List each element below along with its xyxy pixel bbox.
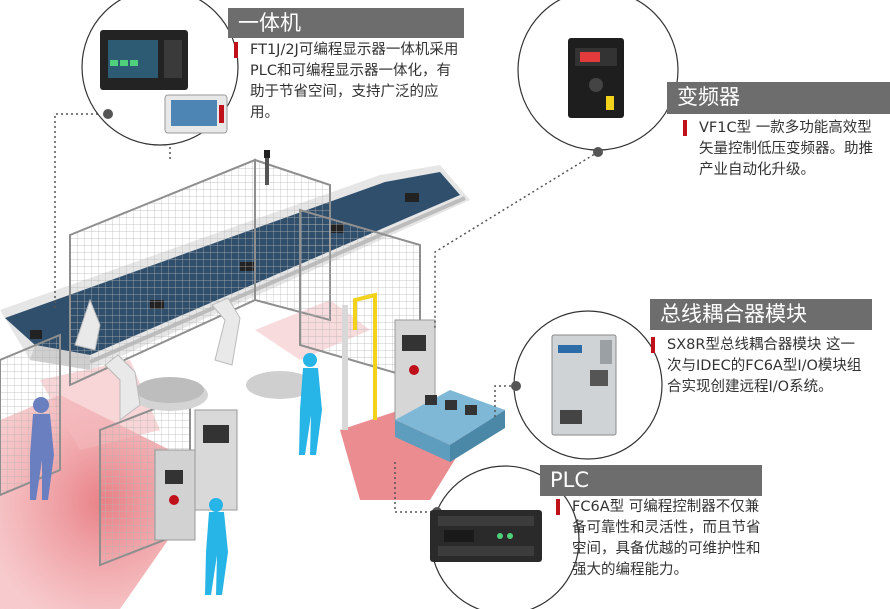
workers (30, 353, 322, 595)
robot-arms (74, 297, 314, 421)
callout-text-hmi: FT1J/2J可编程显示器一体机采用PLC和可编程显示器一体化，有助于节省空间，… (234, 40, 462, 124)
red-marker (234, 42, 238, 58)
red-marker (556, 499, 560, 515)
red-marker (651, 337, 655, 353)
callout-title-hmi: 一体机 (228, 8, 464, 38)
hmi-device-image (100, 30, 228, 134)
callout-text-plc: FC6A型 可编程控制器不仅兼备可靠性和灵活性，而且节省空间，具备优越的可维护性… (556, 497, 762, 581)
bus-coupler-device-image (551, 334, 617, 436)
callout-text-inverter: VF1C型 一款多功能高效型矢量控制低压变频器。助推产业自动化升级。 (683, 118, 885, 181)
inverter-device-image (568, 38, 624, 118)
red-marker (683, 120, 687, 136)
plc-device-image (430, 510, 542, 562)
agv-cart (395, 390, 505, 462)
callout-title-inverter: 变频器 (667, 82, 890, 114)
callout-text-bus-coupler: SX8R型总线耦合器模块 这一次与IDEC的FC6A型I/O模块组合实现创建远程… (651, 335, 863, 398)
safety-fence (0, 150, 421, 567)
control-cabinets (154, 319, 436, 541)
yellow-gate (342, 292, 377, 430)
callout-title-bus-coupler: 总线耦合器模块 (650, 299, 872, 330)
callout-title-plc: PLC (540, 465, 762, 496)
